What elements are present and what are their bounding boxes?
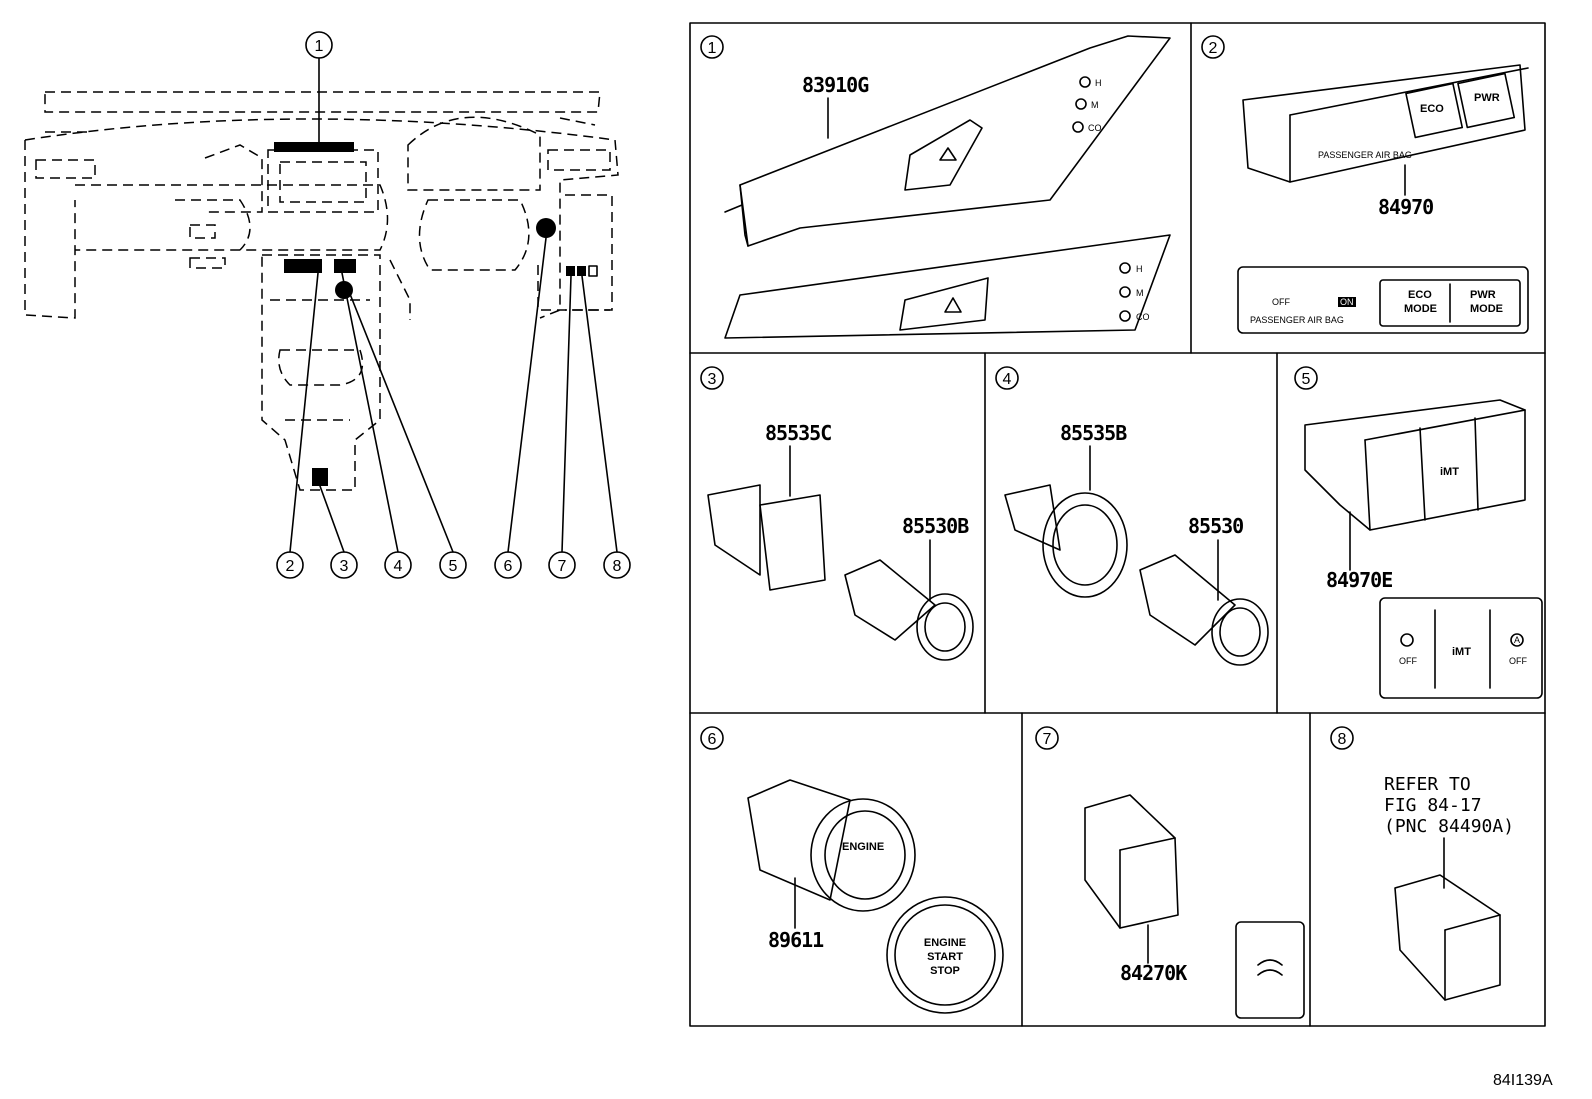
- part-85535B: 85535B: [1060, 421, 1127, 445]
- imt-label: iMT: [1452, 646, 1471, 658]
- led-label-h-2: H: [1136, 264, 1143, 274]
- panel-2-number: 2: [1209, 40, 1218, 57]
- airbag-on-label: ON: [1340, 297, 1354, 307]
- part-84270K: 84270K: [1120, 961, 1187, 985]
- panel-6-number: 6: [708, 731, 717, 748]
- led-label-m-2: M: [1136, 288, 1144, 298]
- panel-1-number: 1: [708, 40, 717, 57]
- eco-label-iso: ECO: [1420, 103, 1444, 115]
- refer-to-label: REFER TO: [1384, 774, 1471, 795]
- engine-label: ENGINE: [924, 937, 966, 949]
- panel-2-mode-switch: 2 ECO PWR PASSENGER AIR BAG 84970 OFF ON…: [1201, 35, 1529, 334]
- eco-label: ECO: [1408, 289, 1432, 301]
- callout-1: 1: [315, 38, 324, 55]
- callout-6: 6: [504, 558, 513, 575]
- eco-mode-label: MODE: [1404, 303, 1437, 315]
- callout-7: 7: [558, 558, 567, 575]
- airbag-off-label: OFF: [1272, 297, 1290, 307]
- led-label-h: H: [1095, 78, 1102, 88]
- trc-off-label: OFF: [1399, 656, 1417, 666]
- pwr-label: PWR: [1470, 289, 1496, 301]
- dashboard-overview: 1 2 3 4 5 6 7 8: [24, 31, 631, 579]
- refer-pnc-label: (PNC 84490A): [1384, 816, 1514, 837]
- led-label-m: M: [1091, 100, 1099, 110]
- defog-icon: [1257, 959, 1283, 976]
- led-label-co-2: CO: [1136, 312, 1150, 322]
- panel-3-socket-cap: 3 85535C 85530B: [700, 366, 974, 661]
- panel-4-socket-cover: 4 85535B 85530: [995, 366, 1269, 666]
- panel-1-hazard-switch: 1 83910G H M CO H M CO: [700, 35, 1171, 339]
- part-85530: 85530: [1188, 514, 1243, 538]
- callout-4: 4: [394, 558, 403, 575]
- panel-5-number: 5: [1302, 371, 1311, 388]
- refer-fig-label: FIG 84-17: [1384, 795, 1482, 816]
- imt-label-iso: iMT: [1440, 466, 1459, 478]
- auto-off-label: OFF: [1509, 656, 1527, 666]
- panel-8-reference: 8 REFER TO FIG 84-17 (PNC 84490A): [1330, 726, 1514, 1001]
- auto-symbol: A: [1514, 635, 1520, 645]
- part-89611: 89611: [768, 928, 824, 952]
- led-label-co: CO: [1088, 123, 1102, 133]
- callout-8: 8: [613, 558, 622, 575]
- callout-3: 3: [340, 558, 349, 575]
- part-84970E: 84970E: [1326, 568, 1392, 592]
- callout-5: 5: [449, 558, 458, 575]
- panel-7-defog-switch: 7 84270K: [1035, 726, 1305, 1019]
- callout-circle: [305, 31, 333, 59]
- pwr-label-iso: PWR: [1474, 92, 1500, 104]
- panel-4-number: 4: [1003, 371, 1012, 388]
- part-84970: 84970: [1378, 195, 1433, 219]
- panel-6-engine-start: 6 ENGINE 89611 ENGINE START STOP: [700, 726, 1004, 1014]
- stop-label: STOP: [930, 965, 960, 977]
- start-label: START: [927, 951, 963, 963]
- pwr-mode-label: MODE: [1470, 303, 1503, 315]
- part-85530B: 85530B: [902, 514, 969, 538]
- airbag-label: PASSENGER AIR BAG: [1250, 315, 1344, 325]
- iso-engine-label: ENGINE: [842, 841, 884, 853]
- callout-2: 2: [286, 558, 295, 575]
- airbag-label-iso: PASSENGER AIR BAG: [1318, 150, 1412, 160]
- panel-3-number: 3: [708, 371, 717, 388]
- part-85535C: 85535C: [765, 421, 831, 445]
- panel-8-number: 8: [1338, 731, 1347, 748]
- parts-grid: [689, 22, 1546, 1027]
- part-83910G: 83910G: [802, 73, 869, 97]
- figure-code: 84I139A: [1493, 1072, 1553, 1089]
- panel-5-imt-switch: 5 iMT 84970E OFF iMT A OFF: [1294, 366, 1543, 699]
- panel-7-number: 7: [1043, 731, 1052, 748]
